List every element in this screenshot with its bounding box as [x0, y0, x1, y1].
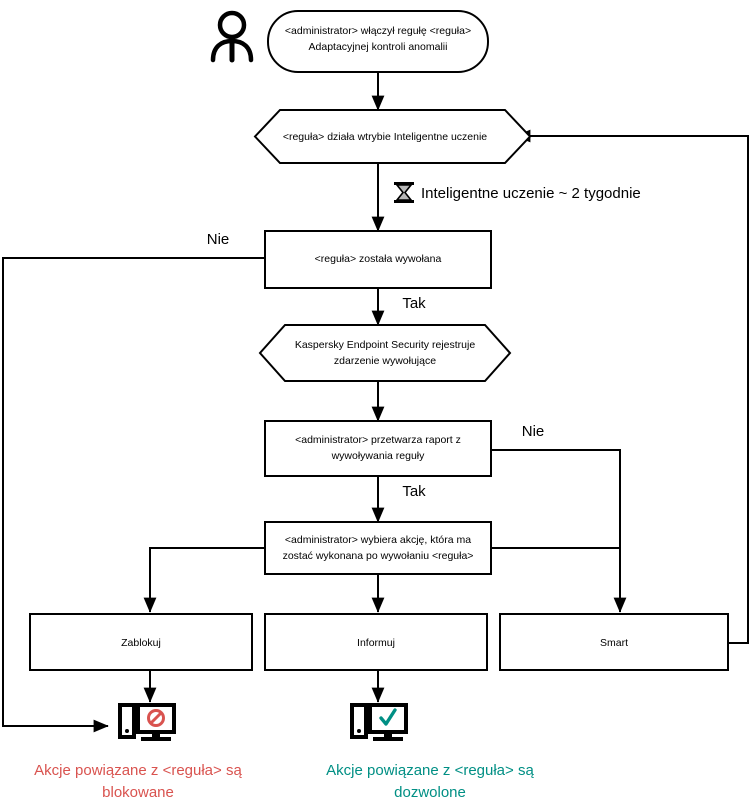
outcome-allowed-line1: Akcje powiązane z <reguła> są	[326, 762, 534, 779]
monitor-allowed-icon	[350, 703, 408, 741]
node-admin-report[interactable]: <administrator> przetwarza raport z wywo…	[264, 420, 492, 477]
node-smart[interactable]: Smart	[499, 613, 729, 671]
note-learning-duration-text: Inteligentne uczenie ~ 2 tygodnie	[421, 185, 641, 202]
node-admin-action[interactable]: <administrator> wybiera akcję, która ma …	[264, 521, 492, 575]
edge-triggered-no-to-blocked	[2, 257, 265, 733]
node-admin-action-line1: <administrator> wybiera akcję, która ma	[285, 534, 471, 546]
person-icon	[210, 10, 254, 63]
note-learning-duration: Inteligentne uczenie ~ 2 tygodnie	[394, 182, 641, 203]
node-admin-report-line2: wywoływania reguły	[331, 450, 426, 462]
node-block-label: Zablokuj	[121, 637, 161, 649]
node-rule-triggered-line1: <reguła> została wywołana	[315, 253, 442, 265]
node-admin-action-line2: zostać wykonana po wywołaniu <reguła>	[283, 550, 474, 562]
node-block[interactable]: Zablokuj	[29, 613, 253, 671]
node-inform[interactable]: Informuj	[264, 613, 488, 671]
node-start-line1: <administrator> włączył regułę <reguła>	[285, 25, 471, 37]
outcome-blocked-label: Akcje powiązane z <reguła> są blokowane	[34, 762, 242, 801]
outcome-allowed-label: Akcje powiązane z <reguła> są dozwolone	[326, 762, 534, 801]
outcome-blocked-line2: blokowane	[102, 784, 174, 801]
node-kes-logs-line2: zdarzenie wywołujące	[334, 355, 436, 367]
node-start[interactable]: <administrator> włączył regułę <reguła> …	[267, 10, 489, 73]
node-rule-triggered[interactable]: <reguła> została wywołana	[264, 230, 492, 289]
edge-report-no-to-smart	[491, 449, 627, 613]
hourglass-icon	[394, 182, 414, 203]
edge-label-report-no: Nie	[522, 423, 545, 440]
outcome-allowed-line2: dozwolone	[394, 784, 466, 801]
node-smart-learning-line1: <reguła> działa wtrybie Inteligentne ucz…	[283, 131, 487, 143]
node-start-line2: Adaptacyjnej kontroli anomalii	[309, 41, 448, 53]
node-inform-label: Informuj	[357, 637, 395, 649]
outcome-blocked-line1: Akcje powiązane z <reguła> są	[34, 762, 242, 779]
node-admin-report-line1: <administrator> przetwarza raport z	[295, 434, 461, 446]
edge-action-to-block	[143, 547, 265, 613]
monitor-blocked-icon	[118, 703, 176, 741]
node-kes-logs-line1: Kaspersky Endpoint Security rejestruje	[295, 339, 475, 351]
edge-smart-loop-back	[515, 129, 749, 644]
edge-label-report-yes: Tak	[402, 483, 426, 500]
node-smart-learning[interactable]: <reguła> działa wtrybie Inteligentne ucz…	[253, 109, 532, 164]
edge-label-triggered-yes: Tak	[402, 295, 426, 312]
edge-label-triggered-no: Nie	[207, 231, 230, 248]
node-smart-label: Smart	[600, 637, 628, 649]
node-kes-logs[interactable]: Kaspersky Endpoint Security rejestruje z…	[258, 324, 512, 382]
